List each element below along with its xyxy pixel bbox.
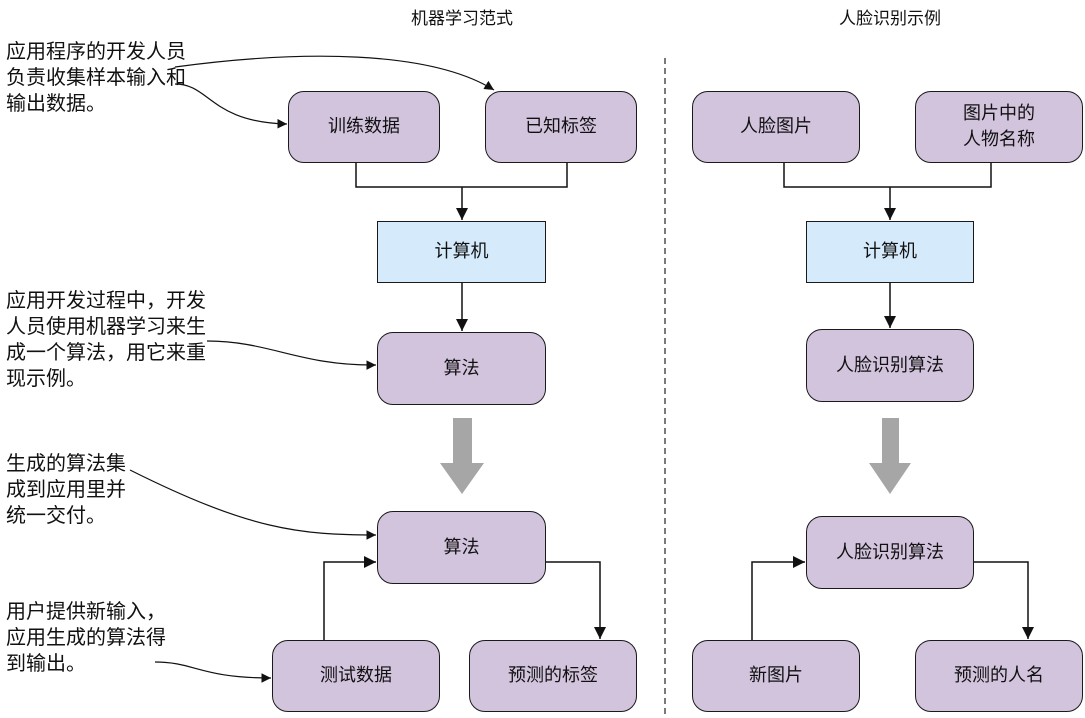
big-down-arrow-left <box>440 418 484 494</box>
merge-line-left <box>355 163 568 188</box>
test-data-box: 测试数据 <box>272 640 440 712</box>
note-arrow-to-algorithm-2 <box>129 469 377 540</box>
face-algorithm-box: 人脸识别算法 <box>806 329 974 402</box>
note-generate-algorithm: 应用开发过程中，开发 人员使用机器学习来生 成一个算法，用它来重 现示例。 <box>6 288 206 390</box>
arrow-new-image-to-algorithm <box>751 556 805 640</box>
arrow-algorithm-to-predicted-name <box>974 561 1034 639</box>
known-labels-box: 已知标签 <box>485 91 637 163</box>
note-collect-data: 应用程序的开发人员 负责收集样本输入和 输出数据。 <box>6 39 186 115</box>
left-title: 机器学习范式 <box>411 9 513 29</box>
algorithm-box-left-deployed: 算法 <box>377 511 546 584</box>
note-arrow-to-test-data <box>154 661 272 683</box>
arrow-test-data-to-algorithm <box>323 556 376 640</box>
note-integrate-algorithm: 生成的算法集 成到应用里并 统一交付。 <box>6 451 126 527</box>
new-image-box: 新图片 <box>692 640 860 712</box>
note-arrow-to-training-data <box>174 83 288 129</box>
predicted-name-box: 预测的人名 <box>915 640 1083 712</box>
predicted-labels-box: 预测的标签 <box>469 640 637 712</box>
note-user-input: 用户提供新输入， 应用生成的算法得 到输出。 <box>6 599 166 675</box>
note-arrow-to-known-labels <box>174 55 495 91</box>
algorithm-box-left: 算法 <box>377 332 546 405</box>
face-images-box: 人脸图片 <box>692 91 860 163</box>
merge-line-right <box>783 163 992 188</box>
training-data-box: 训练数据 <box>288 91 440 163</box>
face-algorithm-box-deployed: 人脸识别算法 <box>806 516 974 589</box>
names-in-images-box: 图片中的 人物名称 <box>915 91 1083 163</box>
arrow-algorithm-to-predicted-labels <box>546 561 606 639</box>
computer-box-left: 计算机 <box>377 221 546 283</box>
right-title: 人脸识别示例 <box>839 9 941 29</box>
big-down-arrow-right <box>869 418 911 494</box>
computer-box-right: 计算机 <box>806 221 974 283</box>
note-arrow-to-algorithm <box>206 340 377 370</box>
